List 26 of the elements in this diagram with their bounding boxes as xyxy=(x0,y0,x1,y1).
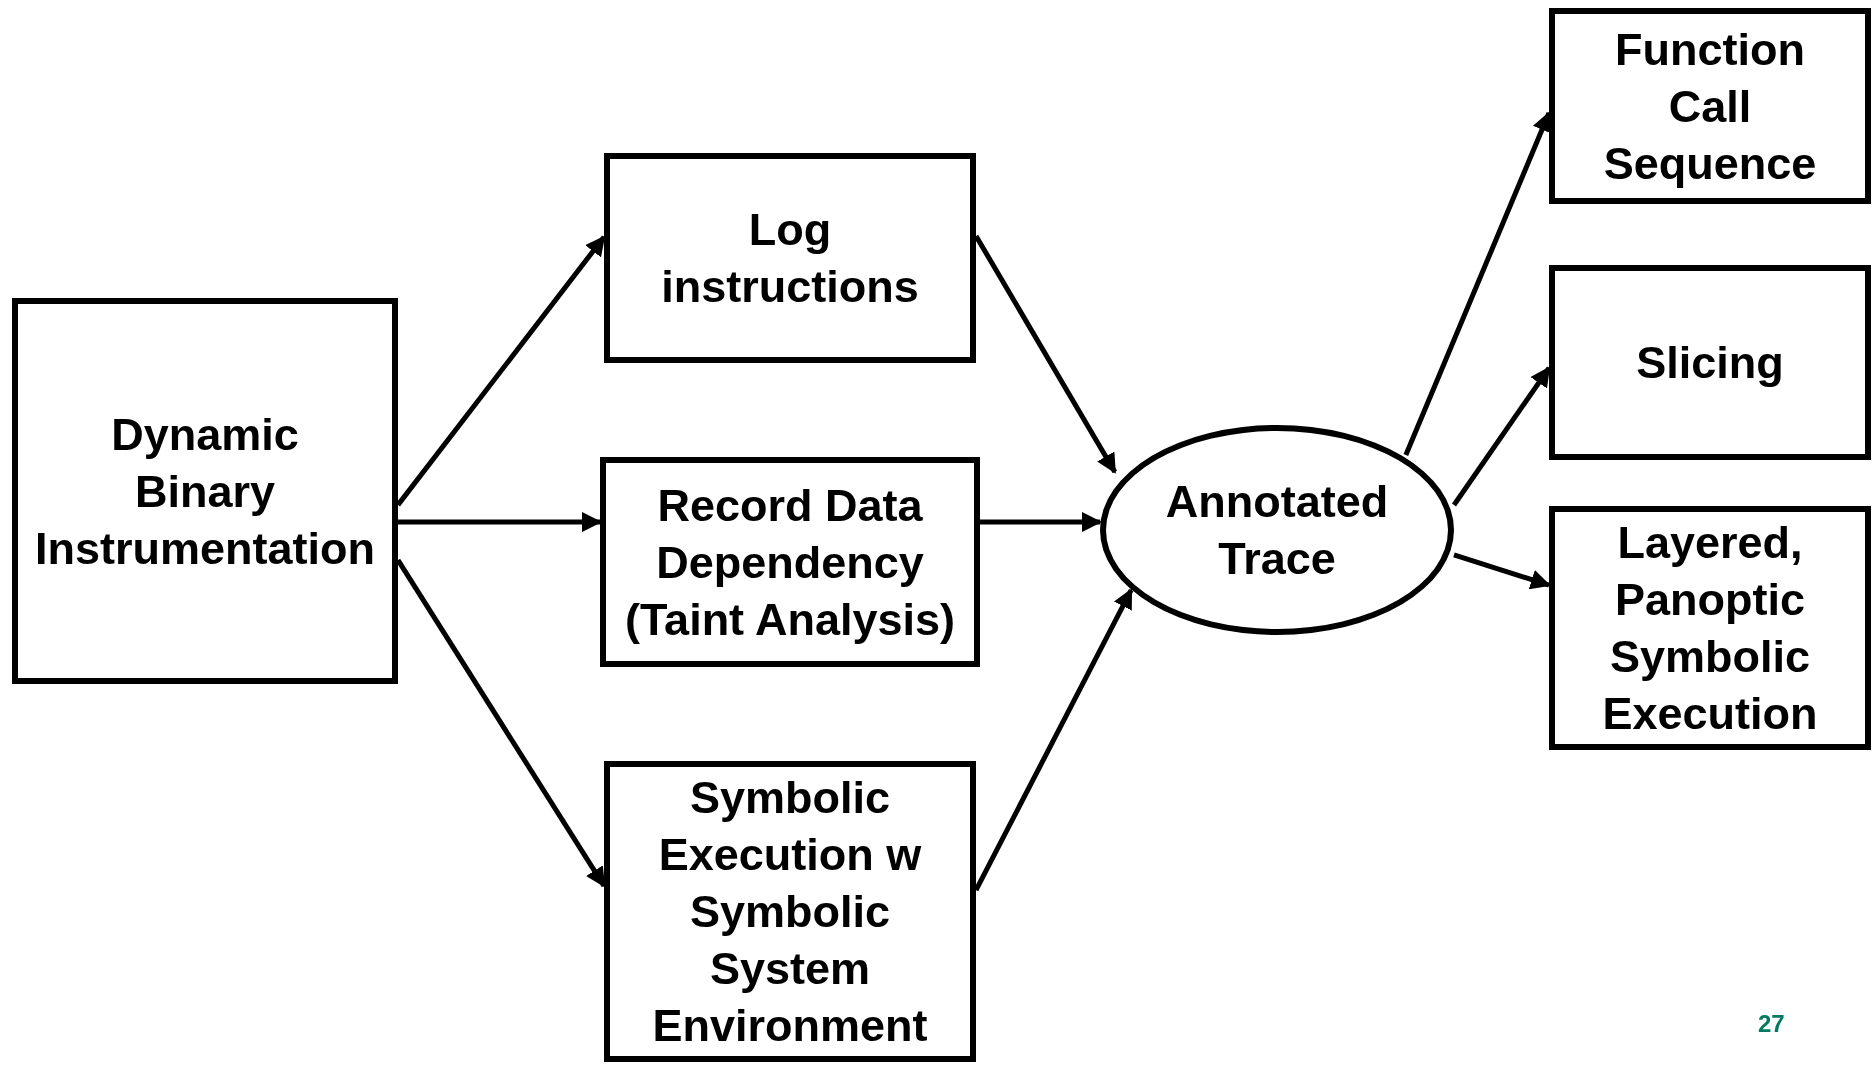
arrow xyxy=(398,512,602,533)
node-label: Dynamic Binary Instrumentation xyxy=(34,407,376,576)
arrow xyxy=(395,558,607,888)
node-label: Log instructions xyxy=(660,203,920,314)
node-label: Function Call Sequence xyxy=(1602,22,1818,191)
node-label: Layered, Panoptic Symbolic Execution xyxy=(1601,516,1819,741)
process-box xyxy=(604,761,976,1062)
process-box xyxy=(1549,506,1871,750)
arrow xyxy=(973,588,1134,892)
arrow xyxy=(1453,552,1551,590)
process-box xyxy=(12,298,398,684)
arrow xyxy=(1403,111,1552,456)
node-label: Symbolic Execution w Symbolic System Environment xyxy=(651,771,929,1053)
page-number: 27 xyxy=(1758,1010,1785,1038)
node-label: Annotated Trace xyxy=(1164,475,1390,586)
process-box xyxy=(600,457,980,667)
arrow xyxy=(1451,366,1552,507)
arrow xyxy=(396,235,606,507)
node-label: Record Data Dependency (Taint Analysis) xyxy=(623,478,957,647)
ellipse-node xyxy=(1100,425,1454,635)
process-box xyxy=(1549,265,1871,460)
arrow xyxy=(973,234,1118,474)
process-box xyxy=(604,153,976,363)
node-label: Slicing xyxy=(1636,336,1784,390)
arrow xyxy=(980,512,1102,533)
process-box xyxy=(1549,8,1871,204)
